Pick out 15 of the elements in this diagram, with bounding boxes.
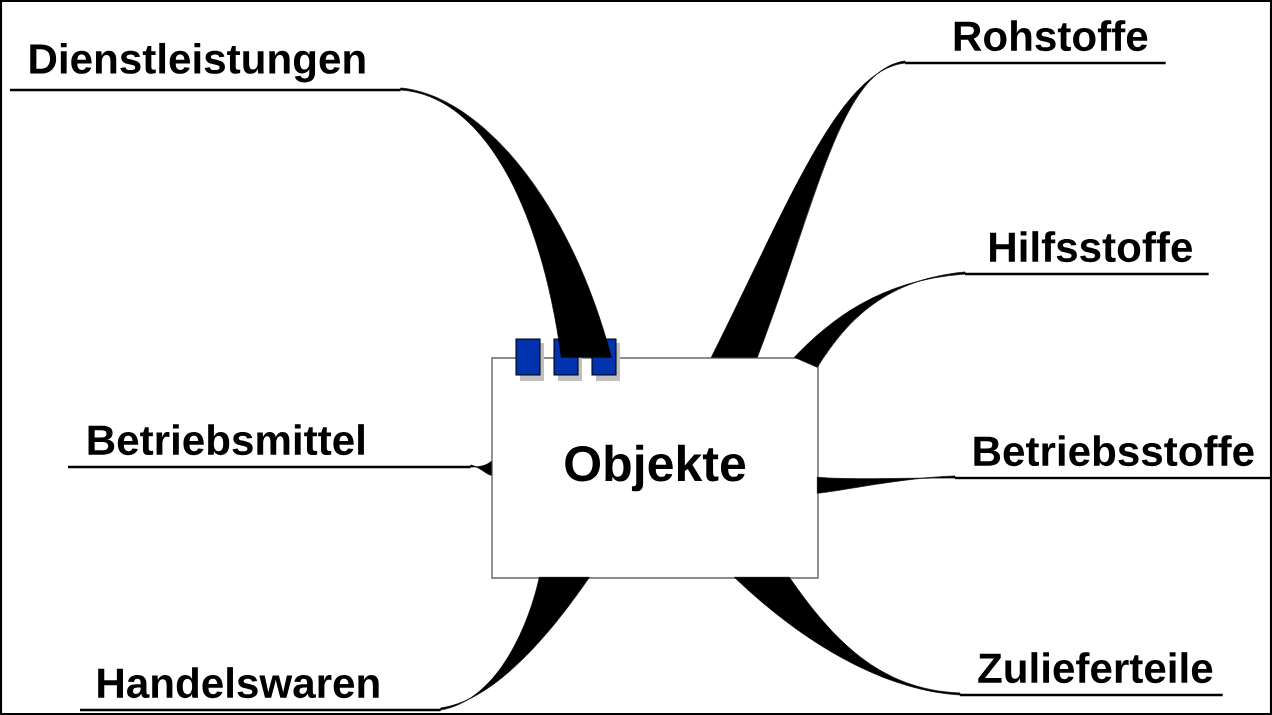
branch-label: Hilfsstoffe — [965, 231, 1209, 276]
branch — [711, 60, 906, 358]
branch — [440, 576, 590, 711]
branch-label: Dienstleistungen — [10, 42, 401, 92]
branch — [400, 87, 612, 358]
branch — [794, 271, 966, 368]
branch-label: Handelswaren — [80, 667, 441, 712]
branch-label: Rohstoffe — [905, 20, 1166, 65]
branch — [470, 460, 492, 476]
branch-label: Betriebsmittel — [68, 424, 471, 469]
branch-label: Zulieferteile — [960, 652, 1223, 697]
note-box: Objekte — [491, 357, 819, 579]
branch — [817, 475, 956, 494]
branch-label: Betriebsstoffe — [955, 435, 1271, 480]
branch — [734, 576, 961, 696]
